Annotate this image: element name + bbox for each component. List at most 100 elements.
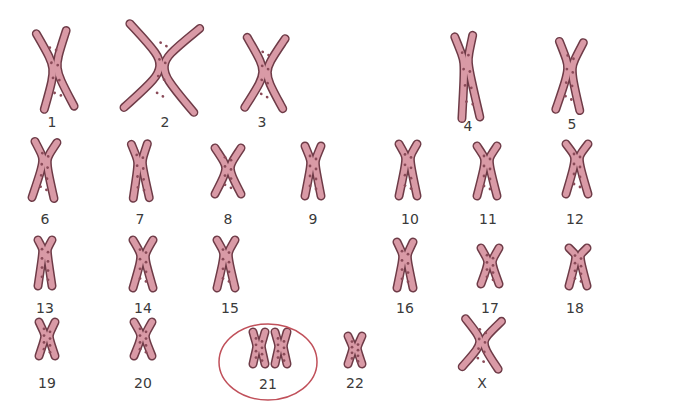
chromosome-band [260,92,263,95]
chromatid [266,38,285,109]
chromatid [261,332,265,364]
chromosome-band [574,262,577,265]
chromosome-band [255,350,258,353]
chromosome [397,242,413,288]
chromosome-band [139,267,142,270]
chromatid [253,332,257,364]
chromosome-band [309,155,312,158]
chromosome-band [572,57,575,60]
chromosome-band [486,275,489,278]
chromosome [36,31,74,110]
chromatid-outline [54,31,75,108]
chromosome-band [565,68,568,71]
chromosome-band [486,268,489,271]
chromatid-outline [131,144,139,198]
chromosome-band [401,250,404,253]
chromosome-band [410,166,413,169]
chromosome-band [145,330,148,333]
chromosome-band [261,359,264,362]
chromosome-band [573,173,576,176]
chromosome-number: 2 [161,114,170,130]
chromosome-band [139,341,142,344]
chromosome-band [571,71,574,74]
chromosome-band [492,278,495,281]
chromatid [131,144,139,198]
chromosome [477,146,497,196]
chromosome-band [357,343,360,346]
chromosome-band [164,61,167,64]
chromosome-band [489,178,492,181]
chromatid-outline [253,332,257,364]
chromosome-band [50,61,53,64]
chromosome-band [315,168,318,171]
chromosome-band [261,353,264,356]
chromatid-outline [215,148,226,194]
chromosome-band [478,328,481,331]
chromosome-band [266,96,269,99]
chromosome-band [46,177,49,180]
chromatid-outline [145,322,152,356]
chromosome-band [462,68,465,71]
chromosome-band [255,337,258,340]
chromatid-outline [492,248,499,284]
chromatid-outline [47,240,52,286]
chromosome-band [230,186,233,189]
chromosome-band [230,177,233,180]
chromatid-outline [357,336,362,364]
chromosome-number: 10 [401,211,419,227]
chromatid [245,37,264,108]
chromatid-outline [45,142,57,198]
chromatid [54,31,75,108]
chromatid [133,240,141,288]
chromatid-outline [407,242,413,288]
chromosome-band [573,153,576,156]
chromatid [275,332,279,364]
highlight-circle [219,324,317,400]
chromosome-band [139,258,142,261]
chromosome [39,322,55,356]
chromatid [145,240,153,288]
chromosome-number: 19 [38,375,56,391]
chromosome-band [222,248,225,251]
chromatid-outline [134,322,141,356]
chromosome-number: 5 [568,116,577,132]
chromosome-band [471,103,474,106]
chromosome-number: 8 [224,211,233,227]
chromosome-band [55,48,58,51]
chromatid [462,319,481,368]
chromosome-band [224,165,227,168]
chromosome-band [139,277,142,280]
chromosome-band [407,271,410,274]
chromatid-outline [305,146,311,196]
chromosome-band [357,354,360,357]
chromatid [357,336,362,364]
chromatid [230,148,241,194]
chromosome-band [51,76,54,79]
chromosome-band [401,259,404,262]
chromosome [566,144,588,194]
chromosome-band [461,51,464,54]
chromosome-band [222,267,225,270]
chromosome-band [261,340,264,343]
chromosome-band [407,262,410,265]
chromatid [38,240,43,286]
chromosome-band [48,46,51,49]
chromosome-band [49,344,52,347]
chromosome-band [41,248,44,251]
chromatid-outline [466,35,480,117]
chromosome-band [267,54,270,57]
chromosome-band [277,337,280,340]
chromosome-band [351,340,354,343]
chromatid-outline [142,144,150,198]
chromosome [253,332,265,364]
chromosome-band [580,265,583,268]
chromatid-outline [245,37,264,108]
chromatid-outline [483,320,502,369]
chromosome-band [159,41,162,44]
chromosome-band [277,356,280,359]
chromatid-outline [38,240,43,286]
chromatid [481,248,488,284]
chromatid-outline [217,240,224,288]
chromatid-outline [579,144,588,194]
chromatid-outline [481,248,488,284]
